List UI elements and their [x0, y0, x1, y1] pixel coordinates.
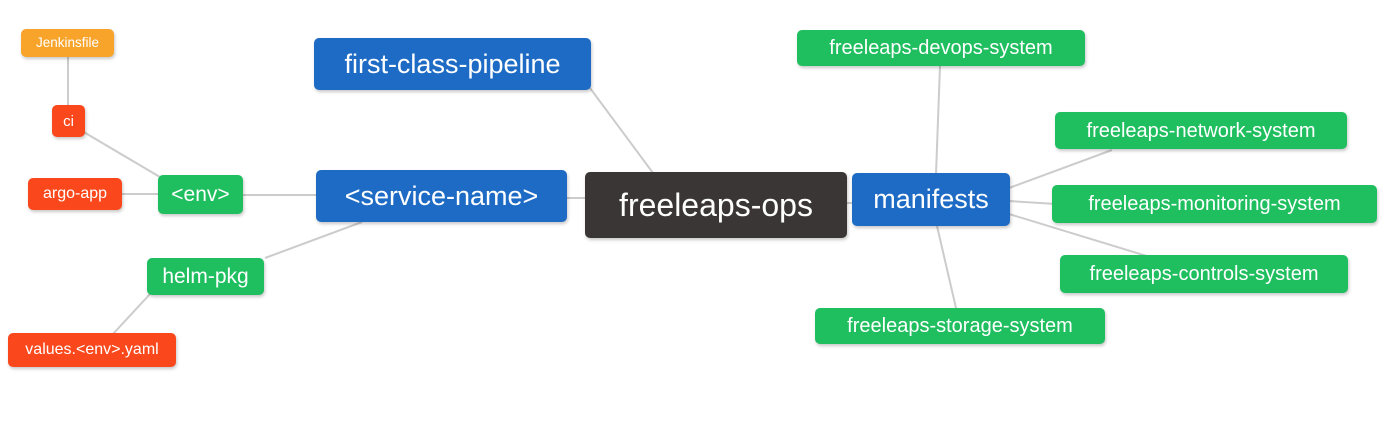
node-argo-app[interactable]: argo-app	[28, 178, 122, 210]
node-label-ci: ci	[63, 112, 74, 130]
node-label-env: <env>	[171, 183, 230, 206]
node-ci[interactable]: ci	[52, 105, 85, 137]
node-freeleaps-ops[interactable]: freeleaps-ops	[585, 172, 847, 238]
edge-manifests-freeleaps-devops-system	[935, 65, 941, 175]
node-jenkinsfile[interactable]: Jenkinsfile	[21, 29, 114, 57]
node-manifests[interactable]: manifests	[852, 173, 1010, 226]
edge-env-ci	[81, 130, 166, 181]
node-freeleaps-monitoring-system[interactable]: freeleaps-monitoring-system	[1052, 185, 1377, 223]
node-freeleaps-devops-system[interactable]: freeleaps-devops-system	[797, 30, 1085, 66]
node-label-jenkinsfile: Jenkinsfile	[35, 35, 100, 51]
node-freeleaps-network-system[interactable]: freeleaps-network-system	[1055, 112, 1347, 149]
node-label-freeleaps-network-system: freeleaps-network-system	[1086, 119, 1316, 142]
node-freeleaps-storage-system[interactable]: freeleaps-storage-system	[815, 308, 1105, 344]
edge-manifests-freeleaps-controls-system	[1008, 213, 1151, 258]
edge-manifests-freeleaps-monitoring-system	[1008, 200, 1057, 205]
node-label-freeleaps-controls-system: freeleaps-controls-system	[1089, 263, 1319, 285]
edge-helm-pkg-values-env-yaml	[112, 293, 151, 335]
edge-manifests-freeleaps-network-system	[1008, 149, 1113, 189]
node-freeleaps-controls-system[interactable]: freeleaps-controls-system	[1060, 255, 1348, 293]
node-label-service-name: <service-name>	[344, 180, 539, 211]
node-label-first-class-pipeline: first-class-pipeline	[344, 48, 561, 79]
node-helm-pkg[interactable]: helm-pkg	[147, 258, 264, 295]
node-label-values-env-yaml: values.<env>.yaml	[25, 341, 159, 358]
node-first-class-pipeline[interactable]: first-class-pipeline	[314, 38, 591, 90]
node-service-name[interactable]: <service-name>	[316, 170, 567, 222]
node-values-env-yaml[interactable]: values.<env>.yaml	[8, 333, 176, 367]
node-env[interactable]: <env>	[158, 175, 243, 214]
edge-service-name-helm-pkg	[264, 221, 363, 259]
node-label-manifests: manifests	[873, 184, 989, 214]
node-label-helm-pkg: helm-pkg	[162, 265, 249, 288]
node-label-argo-app: argo-app	[42, 185, 108, 202]
edge-manifests-freeleaps-storage-system	[936, 225, 957, 309]
node-label-freeleaps-ops: freeleaps-ops	[619, 187, 813, 223]
node-label-freeleaps-devops-system: freeleaps-devops-system	[829, 37, 1053, 59]
node-label-freeleaps-monitoring-system: freeleaps-monitoring-system	[1088, 193, 1341, 215]
node-label-freeleaps-storage-system: freeleaps-storage-system	[847, 315, 1073, 337]
edge-freeleaps-ops-first-class-pipeline	[589, 87, 654, 174]
